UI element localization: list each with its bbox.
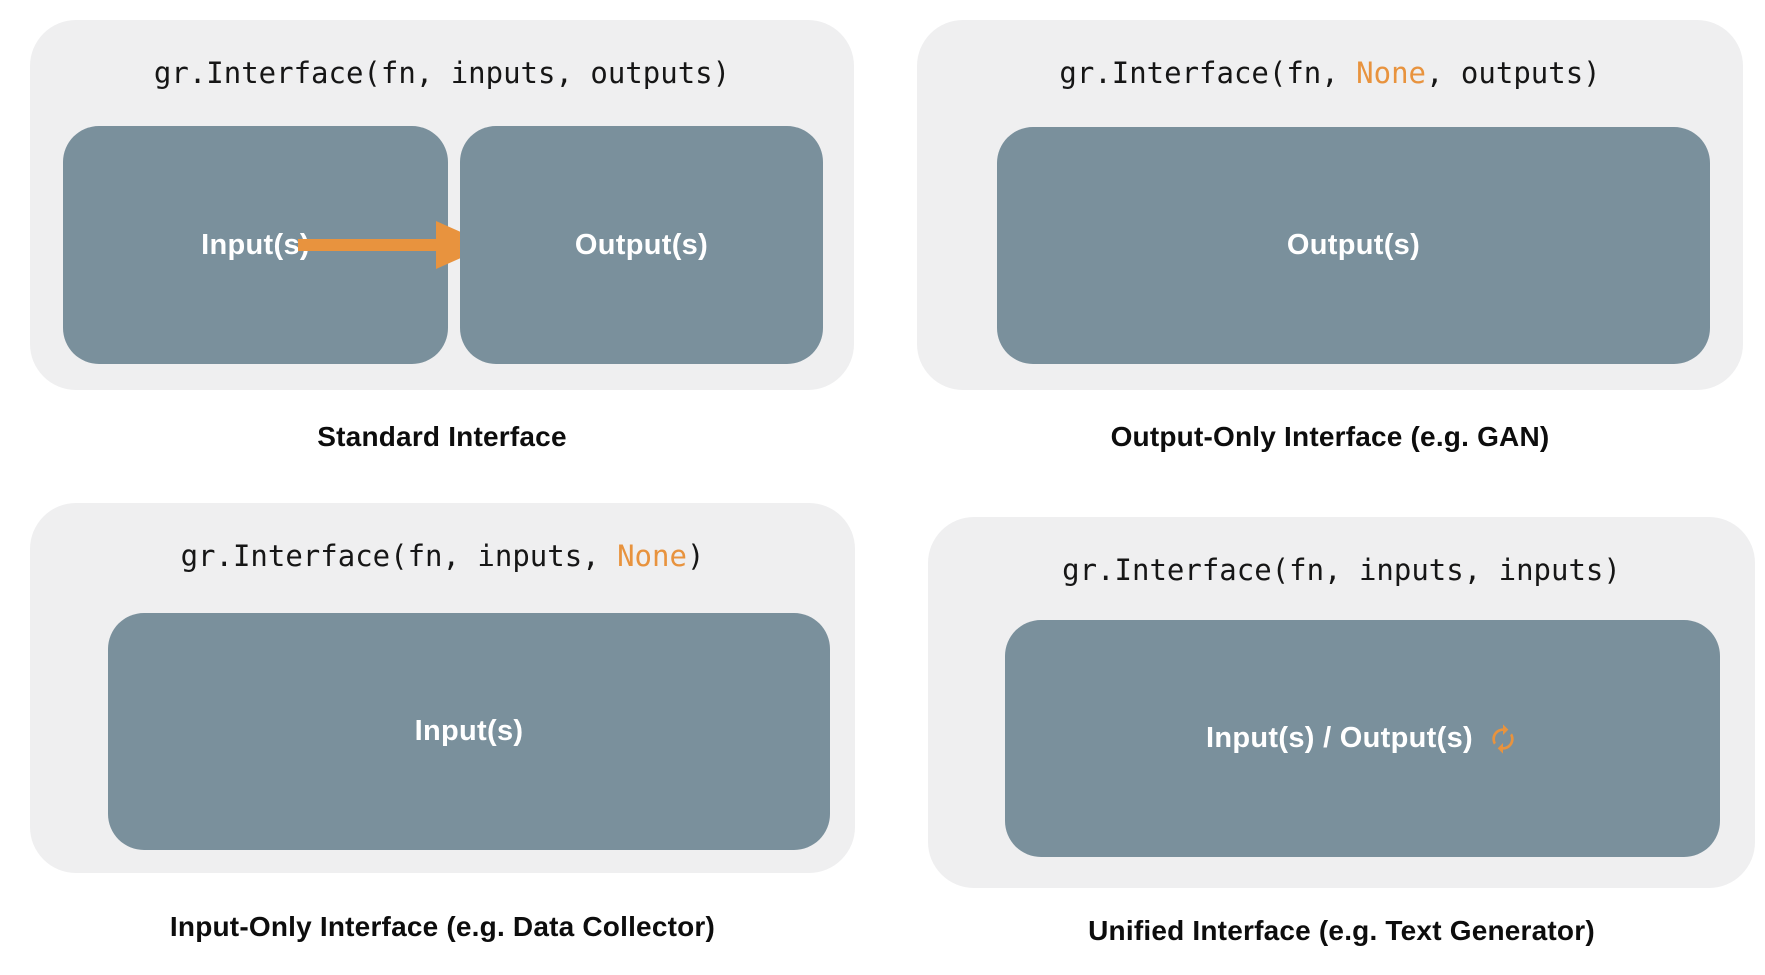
code-text: gr.Interface(fn, inputs,	[180, 539, 618, 573]
caption-standard-interface: Standard Interface	[317, 421, 567, 452]
code-text: gr.Interface(fn,	[1059, 56, 1357, 90]
output-box: Output(s)	[997, 127, 1710, 364]
input-box-label: Input(s)	[201, 228, 310, 261]
code-highlight-none: None	[1356, 56, 1427, 90]
caption-unified-interface: Unified Interface (e.g. Text Generator)	[1088, 915, 1595, 946]
panel-unified-interface: gr.Interface(fn, inputs, inputs) Input(s…	[928, 517, 1755, 888]
code-text: , outputs)	[1426, 56, 1601, 90]
sync-icon	[1487, 723, 1519, 755]
code-highlight-none: None	[617, 539, 687, 573]
caption-output-only-interface: Output-Only Interface (e.g. GAN)	[1110, 421, 1550, 452]
input-output-box: Input(s) / Output(s)	[1005, 620, 1720, 857]
code-text: gr.Interface(fn, inputs, outputs)	[153, 56, 731, 90]
output-box-label: Output(s)	[574, 228, 709, 261]
code-line: gr.Interface(fn, inputs, outputs)	[30, 56, 854, 90]
input-box-label: Input(s)	[414, 715, 524, 747]
caption-input-only-interface: Input-Only Interface (e.g. Data Collecto…	[169, 911, 716, 942]
panel-standard-interface: gr.Interface(fn, inputs, outputs) Input(…	[30, 20, 854, 390]
code-line: gr.Interface(fn, None, outputs)	[917, 56, 1743, 90]
code-line: gr.Interface(fn, inputs, None)	[30, 539, 855, 573]
code-text: gr.Interface(fn, inputs, inputs)	[1062, 553, 1621, 587]
input-output-box-label: Input(s) / Output(s)	[1206, 722, 1473, 754]
code-line: gr.Interface(fn, inputs, inputs)	[928, 553, 1755, 587]
code-text: )	[686, 539, 705, 573]
output-box-label: Output(s)	[1286, 229, 1421, 261]
input-box: Input(s)	[108, 613, 830, 850]
panel-output-only-interface: gr.Interface(fn, None, outputs) Output(s…	[917, 20, 1743, 390]
output-box: Output(s)	[460, 126, 823, 364]
panel-input-only-interface: gr.Interface(fn, inputs, None) Input(s)	[30, 503, 855, 873]
